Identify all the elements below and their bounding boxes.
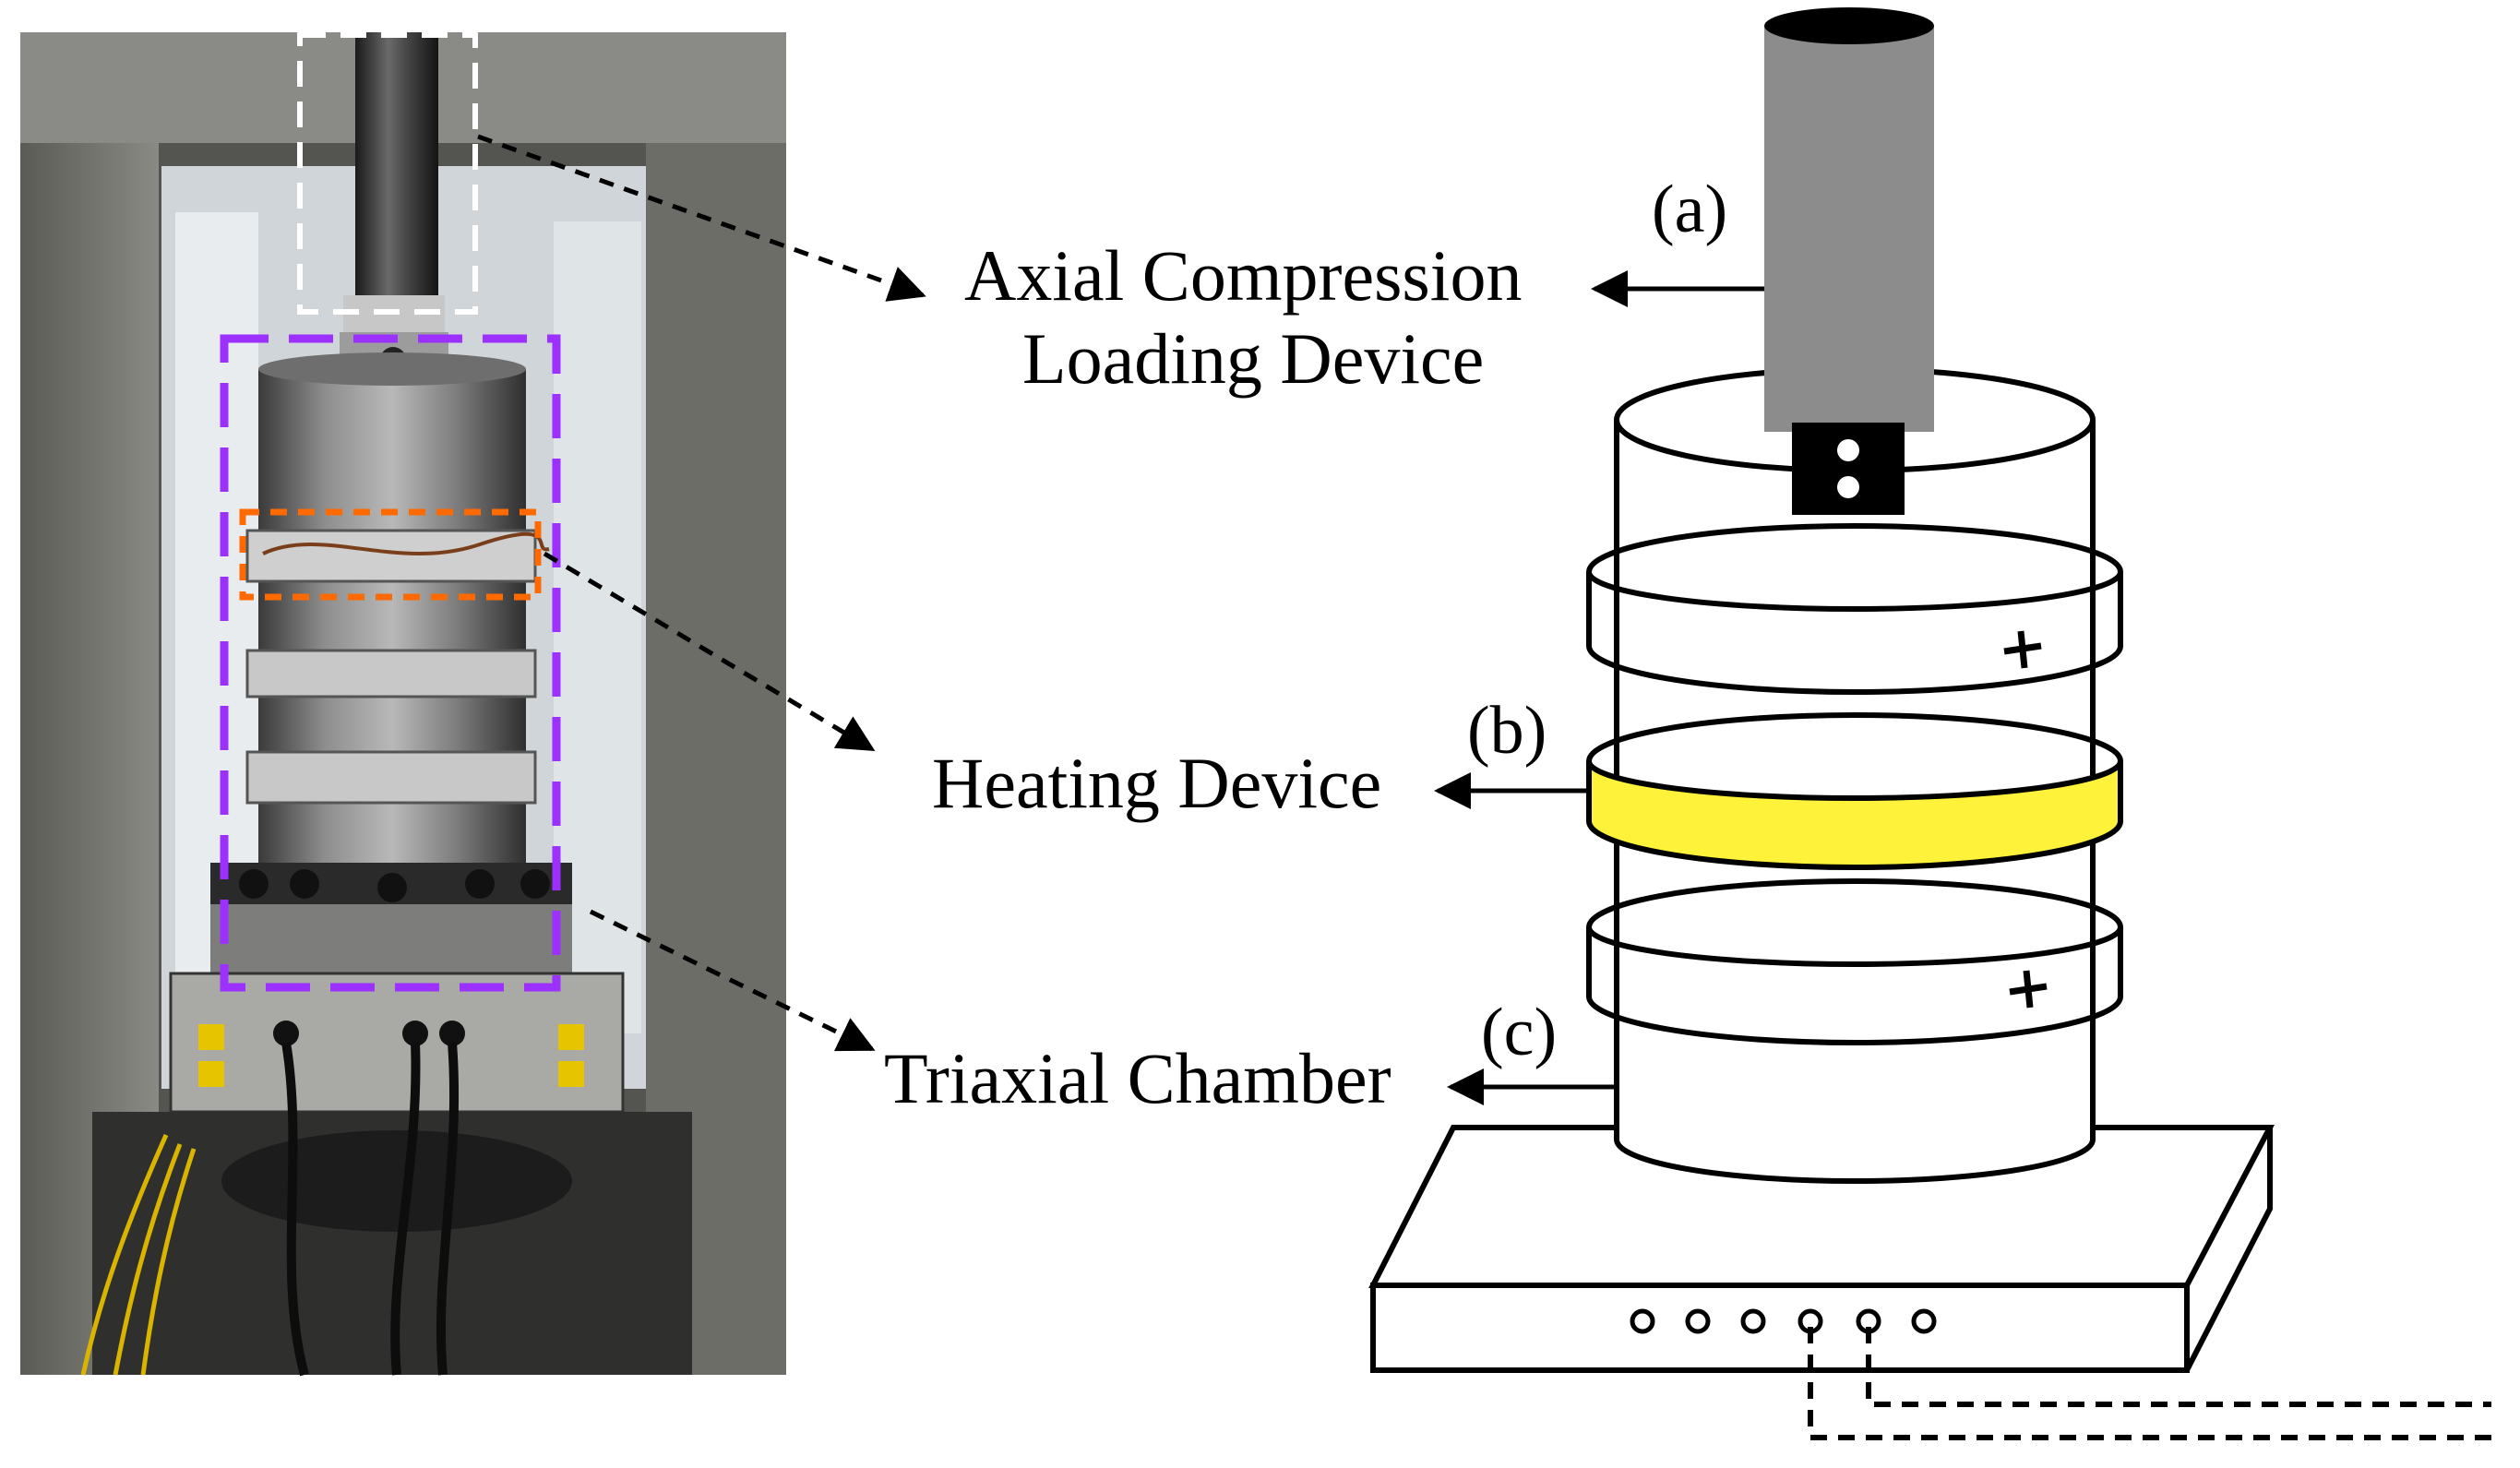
clamp-screw-lower — [2009, 970, 2048, 1009]
chamber-schematic — [1368, 7, 2491, 1440]
heating-device-highlight-box — [239, 508, 542, 601]
axial-label-line1: Axial Compression — [964, 235, 1523, 316]
triaxial-chamber-highlight-box — [220, 334, 561, 992]
loading-device-highlight-box — [297, 32, 478, 315]
base-plate-front — [1370, 1283, 2190, 1373]
tag-c: (c) — [1481, 995, 1558, 1070]
port-cable-1 — [1808, 1327, 2491, 1440]
tag-b: (b) — [1467, 693, 1547, 769]
base-ports — [1630, 1308, 1937, 1334]
arrow-to-heating-label — [543, 551, 876, 752]
apparatus-photo — [20, 32, 786, 1377]
triaxial-label: Triaxial Chamber — [884, 1038, 1391, 1118]
arrow-to-axial-label — [477, 134, 926, 302]
arrow-to-triaxial-label — [589, 909, 876, 1052]
piston-rod — [1764, 26, 1934, 432]
base-plate-side — [2184, 1126, 2273, 1372]
clamp-screw-upper — [2003, 630, 2042, 669]
upper-clamp-ring — [1586, 572, 2123, 695]
lower-clamp-ring — [1586, 927, 2123, 1045]
heating-band — [1586, 760, 2123, 870]
heating-label: Heating Device — [932, 743, 1382, 823]
leader-arrows — [477, 134, 926, 1052]
tag-a: (a) — [1652, 172, 1728, 247]
axial-label-line2: Loading Device — [1022, 318, 1485, 399]
pointer-arrows — [1434, 270, 1764, 1105]
piston-head — [1792, 423, 1905, 515]
